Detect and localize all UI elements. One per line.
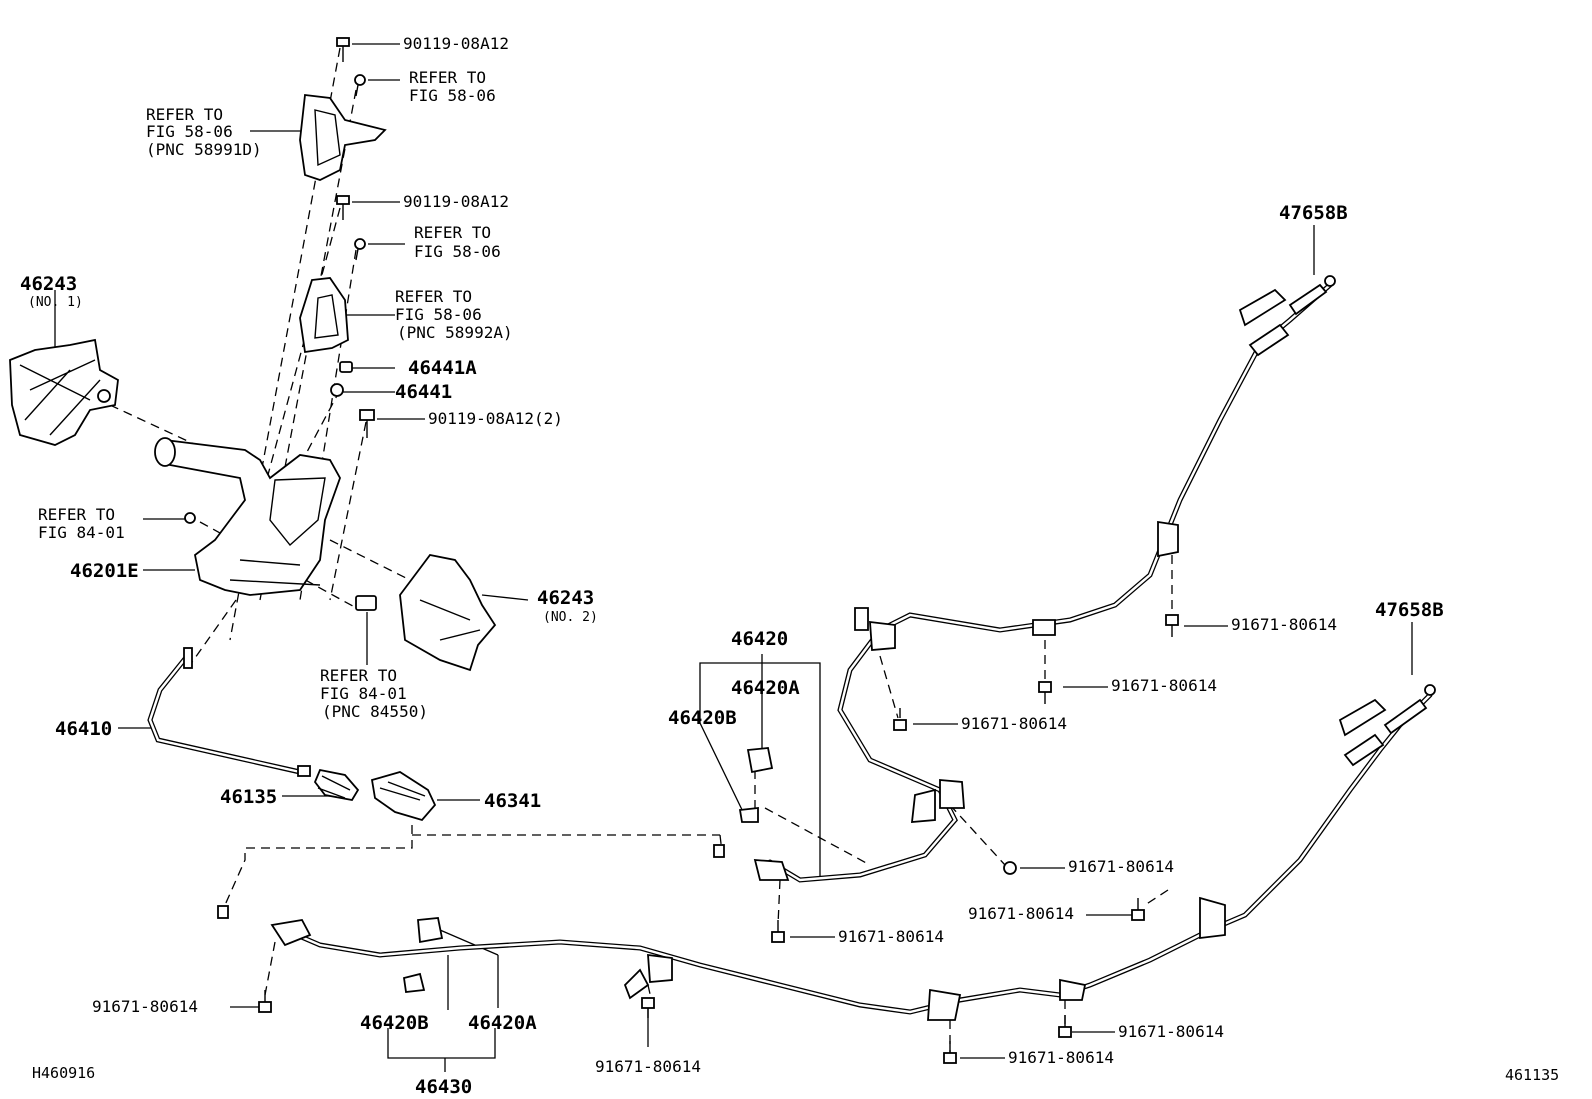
label-bolt-top: 90119-08A12 [403, 34, 509, 53]
label-refer-fig84-1: REFER TO [38, 505, 115, 524]
diagram-code-left: H460916 [32, 1064, 95, 1082]
label-refer-top-right-2: FIG 58-06 [409, 86, 496, 105]
diagram-code-right: 461135 [1505, 1066, 1559, 1084]
leader-lines [54, 43, 1413, 1072]
label-bolt-r2: 91671-80614 [1111, 676, 1217, 695]
label-cable-46430: 46430 [415, 1076, 472, 1098]
footer-codes: H460916 461135 [32, 1064, 1559, 1084]
label-cover-no2: 46243 [537, 587, 594, 609]
cable-bolts-icon [258, 614, 1179, 1064]
label-bolt-r1: 91671-80614 [1231, 615, 1337, 634]
lower-cable-46430-icon [217, 684, 1436, 1021]
clip-46420b-icon [738, 806, 759, 823]
label-refer-mid-2: FIG 58-06 [414, 242, 501, 261]
connector-84550-icon [355, 595, 377, 611]
label-bolt-r3: 91671-80614 [961, 714, 1067, 733]
label-refer-left-3: (PNC 58991D) [146, 140, 262, 159]
label-bolt-r4: 91671-80614 [1068, 857, 1174, 876]
label-refer-bracket-2: FIG 58-06 [395, 305, 482, 324]
label-lever-46201e: 46201E [70, 560, 139, 582]
label-refer-fig84-2: FIG 84-01 [38, 523, 125, 542]
label-shoe-47658b-mid: 47658B [1375, 599, 1444, 621]
front-cable-46410-icon [147, 647, 311, 777]
label-refer-bracket-1: REFER TO [395, 287, 472, 306]
label-refer-84550-1: REFER TO [320, 666, 397, 685]
clip-46441a-icon [339, 361, 353, 373]
label-bolt-2: 90119-08A12(2) [428, 409, 563, 428]
label-refer-left-1: REFER TO [146, 105, 223, 124]
label-clip-46420b: 46420B [668, 707, 737, 729]
label-cover-no1: 46243 [20, 273, 77, 295]
mid-bolt-icon [336, 195, 350, 220]
top-bolt-icon [336, 37, 350, 62]
label-bolt-r6: 91671-80614 [838, 927, 944, 946]
label-refer-mid-1: REFER TO [414, 223, 491, 242]
label-46441a: 46441A [408, 357, 477, 379]
label-bolt-r8: 91671-80614 [1008, 1048, 1114, 1067]
label-refer-top-right-1: REFER TO [409, 68, 486, 87]
label-cable-46420: 46420 [731, 628, 788, 650]
upper-bracket-icon [299, 93, 387, 181]
label-clip-46420b-lower: 46420B [360, 1012, 429, 1034]
label-bolt-r7: 91671-80614 [1118, 1022, 1224, 1041]
parking-brake-lever-icon [154, 437, 341, 596]
clip-46441-icon [330, 383, 344, 397]
label-clip-46420a-lower: 46420A [468, 1012, 537, 1034]
label-refer-bracket-3: (PNC 58992A) [397, 323, 513, 342]
small-screw-mid-icon [354, 238, 366, 261]
screw-refer-fig84-icon [184, 512, 196, 524]
small-screw-top-icon [354, 74, 366, 97]
console-cover-no1-icon [9, 338, 119, 446]
label-front-cable-46410: 46410 [55, 718, 112, 740]
label-equalizer-46135: 46135 [220, 786, 277, 808]
right-upper-cable-46420-icon [713, 275, 1336, 883]
label-46441: 46441 [395, 381, 452, 403]
bolt-2-icon [359, 409, 375, 438]
label-bolt-r10: 91671-80614 [595, 1057, 701, 1076]
clip-46420b-lower-icon [402, 972, 426, 993]
label-bolt-mid: 90119-08A12 [403, 192, 509, 211]
equalizer-46135-icon [313, 768, 360, 801]
label-refer-84550-2: FIG 84-01 [320, 684, 407, 703]
bracket-46341-icon [370, 771, 437, 822]
clip-46420a-icon [746, 747, 774, 774]
label-shoe-47658b-top: 47658B [1279, 202, 1348, 224]
label-cover-no2-sub: (NO. 2) [543, 610, 598, 625]
label-cover-no1-sub: (NO. 1) [28, 295, 83, 310]
console-cover-no2-icon [399, 554, 497, 672]
label-bracket-46341: 46341 [484, 790, 541, 812]
label-bolt-r5: 91671-80614 [968, 904, 1074, 923]
lower-bracket-icon [299, 277, 349, 354]
label-bolt-r9: 91671-80614 [92, 997, 198, 1016]
part-labels: 90119-08A12 REFER TO FIG 58-06 REFER TO … [20, 34, 1444, 1098]
label-clip-46420a: 46420A [731, 677, 800, 699]
label-refer-left-2: FIG 58-06 [146, 122, 233, 141]
label-refer-84550-3: (PNC 84550) [322, 702, 428, 721]
clip-46420a-lower-icon [417, 917, 444, 944]
